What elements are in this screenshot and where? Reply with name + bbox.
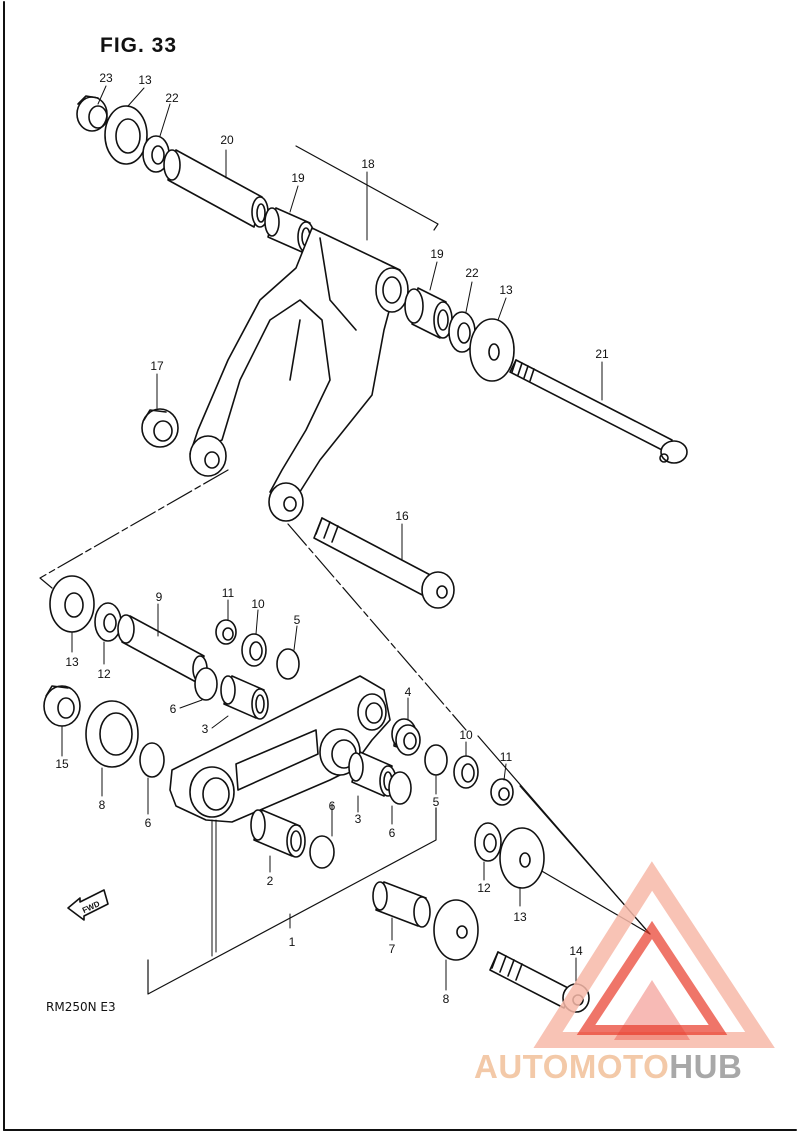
callout-10-b: 10 xyxy=(459,728,473,742)
callout-3: 3 xyxy=(201,722,209,736)
callout-13-d: 13 xyxy=(513,910,527,924)
connection-line-left xyxy=(39,469,229,589)
part-5-circlip-a xyxy=(276,648,300,680)
watermark-text-a: AUTOMOTO xyxy=(474,1048,670,1085)
part-6-circlip-c xyxy=(388,771,412,805)
callout-17: 17 xyxy=(150,359,164,373)
callout-5-b: 5 xyxy=(432,795,440,809)
callout-13-c: 13 xyxy=(65,655,79,669)
callout-13-b: 13 xyxy=(499,283,513,297)
part-10-seal-b xyxy=(453,755,479,789)
figure-title: FIG. 33 xyxy=(100,34,178,57)
callout-6-b: 6 xyxy=(144,816,152,830)
part-13-washer-lower xyxy=(469,318,515,382)
watermark-text: AUTOMOTOHUB xyxy=(474,1050,742,1083)
callout-8: 8 xyxy=(98,798,106,812)
part-21-long-bolt xyxy=(509,359,688,464)
part-1-cushion-rod-link xyxy=(169,675,391,823)
callout-10: 10 xyxy=(251,597,265,611)
part-20-sleeve xyxy=(163,149,269,228)
part-8-washer-right xyxy=(433,899,479,961)
part-12-spacer-right xyxy=(474,822,502,862)
part-5-circlip-b xyxy=(424,744,448,776)
bracket-19-18 xyxy=(295,145,439,231)
part-12-spacer-left xyxy=(94,602,122,642)
part-18-cushion-lever xyxy=(189,227,409,522)
part-23-nut xyxy=(76,95,108,132)
part-22-spacer-lower xyxy=(448,311,476,353)
fwd-arrow: FWD xyxy=(67,889,109,921)
callout-15: 15 xyxy=(55,757,69,771)
part-9-sleeve xyxy=(117,614,208,683)
connection-line-right xyxy=(287,523,467,731)
callout-6-d: 6 xyxy=(388,826,396,840)
callout-23: 23 xyxy=(99,71,113,85)
callout-14: 14 xyxy=(569,944,583,958)
callout-3-b: 3 xyxy=(354,812,362,826)
part-3-bearing-a xyxy=(220,675,269,720)
callout-18: 18 xyxy=(361,157,375,171)
watermark-logo xyxy=(533,861,775,1048)
callout-7: 7 xyxy=(388,942,396,956)
callout-13: 13 xyxy=(138,73,152,87)
part-3-bearing-b xyxy=(348,751,397,797)
callout-6: 6 xyxy=(169,702,177,716)
connection-line-right4 xyxy=(539,869,651,935)
watermark-text-b: HUB xyxy=(669,1048,743,1085)
callout-22-b: 22 xyxy=(465,266,479,280)
callout-11: 11 xyxy=(221,586,235,600)
part-13-washer-upper xyxy=(104,105,148,165)
callout-12-b: 12 xyxy=(477,881,491,895)
callout-21: 21 xyxy=(595,347,609,361)
callout-16: 16 xyxy=(395,509,409,523)
callout-1: 1 xyxy=(288,935,296,949)
part-10-seal-a xyxy=(241,633,267,667)
part-13-washer-left xyxy=(49,575,95,633)
part-11-cap-a xyxy=(215,619,237,645)
part-17-nut xyxy=(141,408,179,448)
part-13-washer-right xyxy=(499,827,545,889)
callout-19: 19 xyxy=(291,171,305,185)
callout-6-c: 6 xyxy=(328,799,336,813)
part-7-collar xyxy=(372,881,431,928)
part-16-bolt xyxy=(313,517,455,609)
part-8-washer-left xyxy=(85,700,139,768)
part-6-circlip-b xyxy=(139,742,165,778)
callout-11-b: 11 xyxy=(499,750,513,764)
model-code: RM250N E3 xyxy=(46,1000,116,1014)
part-4-bush xyxy=(391,718,421,756)
bracket-part-1 xyxy=(147,807,437,995)
part-11-cap-b xyxy=(490,778,514,806)
part-2-bearing xyxy=(250,809,306,858)
callout-22: 22 xyxy=(165,91,179,105)
callout-2: 2 xyxy=(266,874,274,888)
part-19-bearing-lower xyxy=(404,287,453,339)
callout-5: 5 xyxy=(293,613,301,627)
part-15-nut xyxy=(43,685,81,727)
callout-8-b: 8 xyxy=(442,992,450,1006)
callout-9: 9 xyxy=(155,590,163,604)
callout-12: 12 xyxy=(97,667,111,681)
part-6-circlip-d xyxy=(309,835,335,869)
callout-19-b: 19 xyxy=(430,247,444,261)
callout-4: 4 xyxy=(404,685,412,699)
part-6-circlip-a xyxy=(194,667,218,701)
callout-20: 20 xyxy=(220,133,234,147)
